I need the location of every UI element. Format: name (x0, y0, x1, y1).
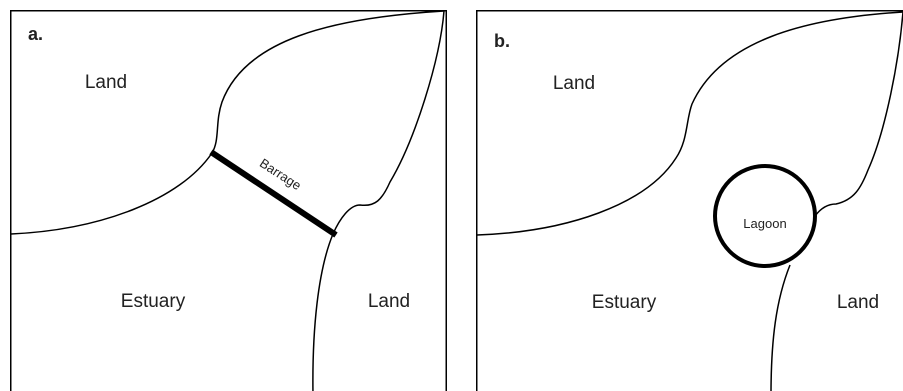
panel-a-land-top-label: Land (85, 72, 127, 93)
panel-a-right-shore-upper (332, 10, 445, 235)
panel-b-land-top-label: Land (553, 73, 595, 94)
panel-a-right-shore-lower (312, 233, 334, 391)
panel-b-right-shore-upper (814, 11, 903, 217)
panel-b-label: b. (494, 31, 510, 51)
panel-b: b. Land Estuary Land Lagoon (476, 0, 903, 391)
panel-b-land-right-label: Land (837, 292, 879, 313)
panel-a-diagram: a. Land Estuary Land Barrage (10, 10, 447, 391)
panel-a-estuary-label: Estuary (121, 291, 186, 312)
panel-b-frame (476, 10, 903, 391)
lagoon-circle (713, 164, 817, 268)
panel-b-estuary-label: Estuary (592, 292, 657, 313)
panel-b-right-shore-lower (770, 264, 791, 391)
panel-a-north-shore (10, 10, 445, 235)
lagoon-label: Lagoon (743, 216, 786, 231)
panel-b-north-shore (476, 11, 903, 236)
panel-a-land-right-label: Land (368, 291, 410, 312)
panel-a-label: a. (28, 24, 43, 44)
panel-b-diagram: b. Land Estuary Land Lagoon (476, 10, 903, 391)
panel-a-frame (10, 10, 447, 391)
panel-a: a. Land Estuary Land Barrage (10, 0, 447, 391)
barrage-line (209, 149, 338, 238)
